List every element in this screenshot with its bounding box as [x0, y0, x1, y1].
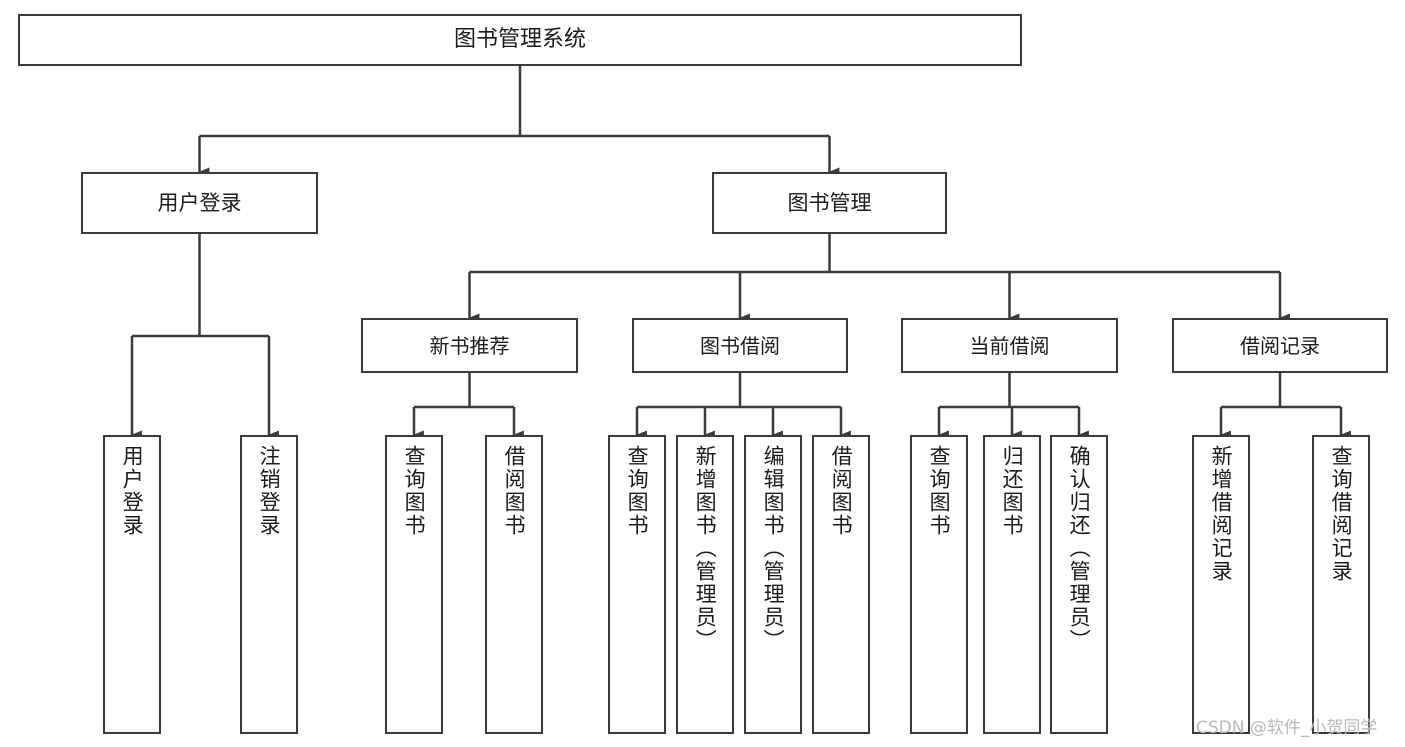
- node-label: 注销登录: [257, 445, 282, 537]
- node-label: 新增图书（管理员）: [693, 445, 718, 652]
- node-label: 归还图书: [1000, 445, 1025, 537]
- node-label: 图书管理: [787, 190, 872, 215]
- node-l-confirm[interactable]: 确认归还（管理员）: [1050, 435, 1108, 734]
- node-l-return[interactable]: 归还图书: [983, 435, 1041, 734]
- node-label: 查询图书: [402, 445, 427, 537]
- node-n-login[interactable]: 用户登录: [81, 172, 318, 234]
- node-root[interactable]: 图书管理系统: [18, 14, 1022, 66]
- node-label: 查询图书: [625, 445, 650, 537]
- node-l-addrec[interactable]: 新增借阅记录: [1192, 435, 1250, 734]
- node-label: 借阅记录: [1240, 333, 1320, 358]
- node-n-newrec[interactable]: 新书推荐: [361, 318, 578, 373]
- node-l-q-book-1[interactable]: 查询图书: [385, 435, 443, 734]
- node-label: 新书推荐: [429, 333, 510, 358]
- node-label: 用户登录: [157, 190, 242, 215]
- node-label: 图书借阅: [700, 333, 780, 358]
- watermark-label: CSDN @软件_小贺同学: [1196, 718, 1378, 738]
- node-n-history[interactable]: 借阅记录: [1172, 318, 1388, 373]
- node-l-logout[interactable]: 注销登录: [240, 435, 298, 734]
- node-l-borrow-1[interactable]: 借阅图书: [485, 435, 543, 734]
- node-label: 新增借阅记录: [1209, 445, 1234, 583]
- node-label: 编辑图书（管理员）: [761, 445, 786, 652]
- node-l-editbook[interactable]: 编辑图书（管理员）: [744, 435, 802, 734]
- node-n-borrow[interactable]: 图书借阅: [632, 318, 848, 373]
- node-n-current[interactable]: 当前借阅: [901, 318, 1118, 373]
- node-label: 当前借阅: [969, 333, 1050, 358]
- node-l-q-book-3[interactable]: 查询图书: [910, 435, 968, 734]
- node-l-userlogin[interactable]: 用户登录: [103, 435, 161, 734]
- node-label: 用户登录: [120, 445, 145, 537]
- node-label: 确认归还（管理员）: [1067, 445, 1092, 652]
- node-l-qrec[interactable]: 查询借阅记录: [1312, 435, 1370, 734]
- node-label: 借阅图书: [502, 445, 527, 537]
- node-label: 图书管理系统: [453, 27, 586, 52]
- node-l-q-book-2[interactable]: 查询图书: [608, 435, 666, 734]
- node-l-addbook[interactable]: 新增图书（管理员）: [676, 435, 734, 734]
- node-label: 查询借阅记录: [1329, 445, 1354, 583]
- node-n-bookmgr[interactable]: 图书管理: [712, 172, 947, 234]
- node-label: 查询图书: [927, 445, 952, 537]
- node-l-borrow-2[interactable]: 借阅图书: [812, 435, 870, 734]
- node-label: 借阅图书: [829, 445, 854, 537]
